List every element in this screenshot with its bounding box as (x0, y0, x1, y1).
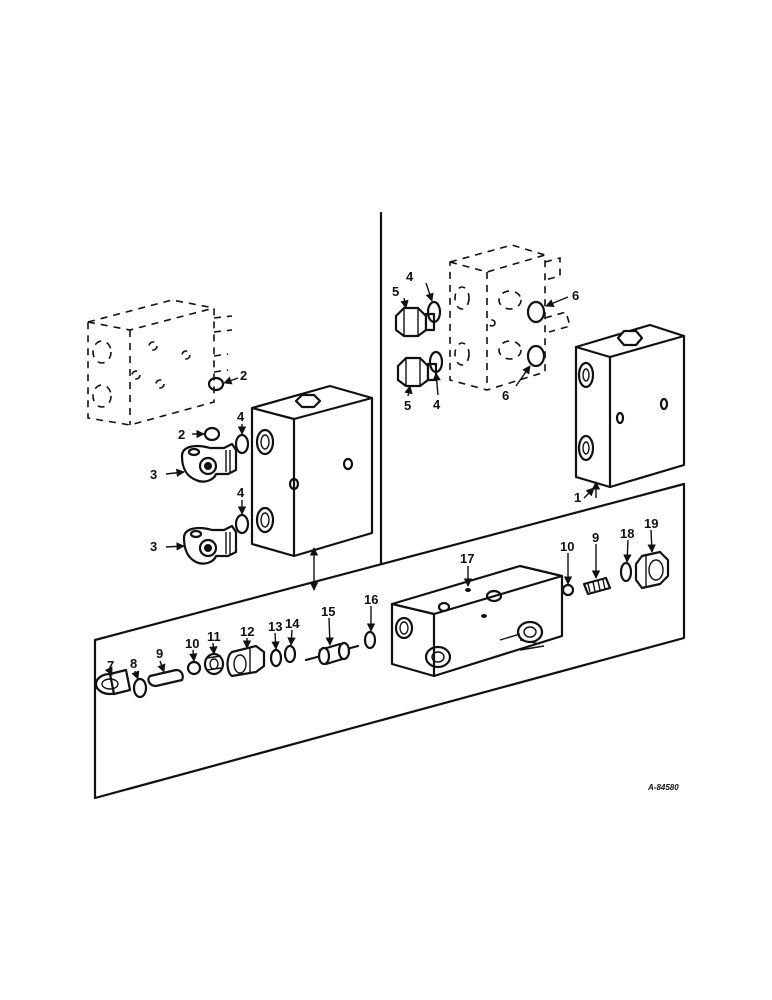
callout-18: 18 (620, 526, 634, 541)
part-18-ring (619, 561, 633, 583)
part-19-plug (634, 550, 670, 590)
callout-13: 13 (268, 619, 282, 634)
part-16-ring (363, 630, 377, 650)
part-3-elbow-fitting-upper (180, 442, 238, 483)
valve-block-left (250, 384, 374, 558)
part-14-ring (283, 644, 297, 664)
callout-4-left-upper: 4 (237, 409, 245, 424)
callout-19: 19 (644, 516, 658, 531)
part-17-valve-body (390, 564, 564, 678)
callout-4-left-lower: 4 (237, 485, 245, 500)
callout-labels: 1 2 2 3 3 4 4 4 4 5 5 6 6 7 8 9 10 11 12… (107, 269, 658, 673)
part-2-oring-upper (207, 376, 225, 392)
callout-11: 11 (207, 629, 221, 644)
callout-1: 1 (574, 490, 581, 505)
callout-3-upper: 3 (150, 467, 157, 482)
part-6-oring-upper (526, 300, 546, 324)
part-4-oring-right-lower (428, 350, 444, 374)
part-11-seat (203, 652, 225, 676)
callout-4-right-lower: 4 (433, 397, 441, 412)
callout-6-lower: 6 (502, 388, 509, 403)
part-9-spring-right (582, 576, 612, 596)
callout-12: 12 (240, 624, 254, 639)
part-6-oring-lower (526, 344, 546, 368)
part-2-oring-middle (203, 426, 221, 442)
part-3-elbow-fitting-lower (182, 524, 238, 565)
callout-10-right: 10 (560, 539, 574, 554)
callout-4-right-upper: 4 (406, 269, 414, 284)
reference-valve-block-left (87, 299, 233, 426)
figure-code: A-84580 (647, 783, 679, 792)
part-10-ball-left (186, 660, 202, 676)
callout-3-lower: 3 (150, 539, 157, 554)
lower-assembly-frame (93, 482, 686, 800)
callout-14: 14 (285, 616, 300, 631)
part-5-hex-plug-lower (396, 356, 438, 388)
reference-valve-block-right (449, 244, 571, 391)
callout-15: 15 (321, 604, 335, 619)
callout-16: 16 (364, 592, 378, 607)
part-12-cage (226, 644, 266, 678)
callout-2-middle: 2 (178, 427, 185, 442)
part-4-oring-left-lower (234, 513, 250, 535)
callout-9-left: 9 (156, 646, 163, 661)
part-15-spool (304, 641, 360, 666)
callout-9-right: 9 (592, 530, 599, 545)
part-4-oring-left-upper (234, 433, 250, 455)
callout-17: 17 (460, 551, 474, 566)
callout-6-upper: 6 (572, 288, 579, 303)
callout-10-left: 10 (185, 636, 199, 651)
callout-8: 8 (130, 656, 137, 671)
leader-arrows (104, 282, 656, 680)
valve-block-right (574, 323, 686, 489)
part-9-spring-left (147, 668, 184, 688)
part-7-plug (94, 668, 132, 696)
part-13-ring (269, 648, 283, 668)
callout-7: 7 (107, 658, 114, 673)
part-8-oring (132, 677, 148, 699)
part-10-ball-right (561, 583, 575, 597)
callout-2-upper: 2 (240, 368, 247, 383)
callout-5-lower: 5 (404, 398, 411, 413)
callout-5-upper: 5 (392, 284, 399, 299)
part-4-oring-right-upper (426, 300, 442, 324)
